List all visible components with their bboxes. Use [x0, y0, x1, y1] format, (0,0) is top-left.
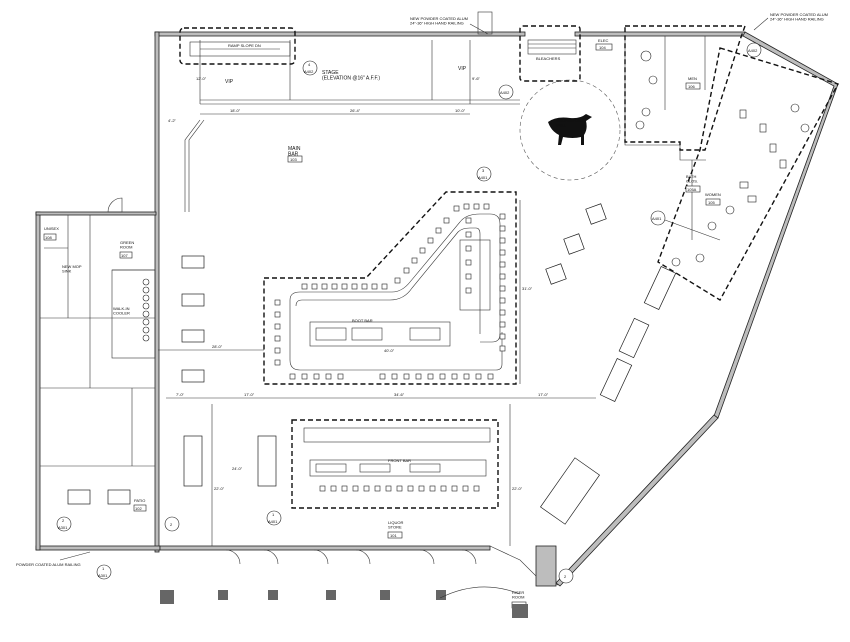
wall-right-diagonal [713, 31, 839, 419]
marker-a402-right: A402 [748, 48, 758, 53]
fixtures [635, 50, 810, 267]
marker-a401-right: A401 [652, 216, 662, 221]
marker-3-num: 3 [482, 168, 485, 173]
wall-annex-left [35, 211, 41, 551]
marker-2c-num: 2 [564, 574, 567, 579]
dim-right-vertical: 22'-0" [512, 486, 523, 491]
bleachers-label: BLEACHERS [536, 56, 561, 61]
dim-boot-bar: 40'-0" [384, 348, 395, 353]
dim-left-aisle: 17'-0" [244, 392, 255, 397]
exterior-columns [160, 586, 528, 618]
unisex-number: 108 [45, 235, 52, 240]
stage-label: STAGE(ELEVATION @16" A.F.F.) [322, 70, 380, 82]
wall-top-right [574, 31, 746, 37]
women-label: WOMEN [705, 192, 721, 197]
bull-arena [519, 79, 621, 181]
unisex-label: UNISEX [44, 226, 59, 231]
marker-4-sheet: A402 [304, 69, 314, 74]
women-number: 105 [708, 200, 715, 205]
wall-left [154, 31, 160, 553]
dim-right-aisle: 17'-0" [538, 392, 549, 397]
bull-silhouette-icon [548, 114, 592, 145]
boot-bar-counter [309, 321, 451, 347]
dim-vip-height: 12'-0" [196, 76, 207, 81]
dining-tables-left [67, 255, 277, 505]
ramp [189, 41, 291, 57]
patio-label: PATIO [134, 498, 145, 503]
exterior-walls [35, 31, 839, 587]
wall-annex-top [35, 211, 157, 216]
dim-edge: 7'-0" [176, 392, 185, 397]
front-bar-stools [319, 485, 480, 492]
marker-1b-num: 1 [102, 566, 105, 571]
elec-label: ELEC [598, 38, 609, 43]
riser-walls [535, 545, 557, 587]
front-bar-zone [291, 419, 499, 509]
boot-bar-stools [274, 203, 506, 380]
section-markers: 4 A402 A402 3 A401 A401 1 A401 2 A301 1 … [56, 42, 762, 584]
dim-boot-bar-height: 31'-0" [522, 286, 533, 291]
railing-bottom-callout: POWDER COATED ALUM RAILING [16, 562, 81, 567]
marker-2b-num: 2 [170, 522, 173, 527]
ramp-zone [179, 27, 296, 65]
doors [107, 197, 477, 565]
dim-vip-width: 10'-0" [455, 108, 466, 113]
mens-restroom-zone [624, 25, 746, 151]
womens-restroom-zone [657, 47, 840, 301]
green-room-number: 107 [121, 253, 128, 258]
patio-number: 102 [135, 506, 142, 511]
ramp-label: RAMP SLOPE DN [228, 43, 261, 48]
walk-in-cooler-outline [111, 269, 156, 359]
marker-4-num: 4 [308, 62, 311, 67]
marker-1-num: 1 [272, 512, 275, 517]
marker-1-sheet: A401 [268, 519, 278, 524]
interior-walls [40, 36, 721, 467]
dim-offset: 4'-2" [168, 118, 177, 123]
wall-bottom [159, 545, 491, 551]
dim-tables: 24'-0" [232, 466, 243, 471]
wall-bottom-left [35, 545, 161, 551]
marker-a402: A402 [500, 90, 510, 95]
marker-1b-sheet: A301 [98, 573, 108, 578]
dim-left-vip: 18'-0" [230, 108, 241, 113]
wall-top [154, 31, 526, 37]
vip-left-label: VIP [225, 79, 234, 85]
marker-3-sheet: A401 [478, 175, 488, 180]
main-bar-number: 103 [290, 157, 297, 162]
front-bar: FRONT BAR [303, 427, 491, 477]
dim-left-vertical: 22'-0" [214, 486, 225, 491]
bleachers-zone [519, 25, 581, 82]
men-label: MEN [688, 76, 697, 81]
dim-vip-right-height: 9'-6" [472, 76, 481, 81]
boot-bar-label: BOOT BAR [352, 318, 373, 323]
dim-center: 34'-6" [394, 392, 405, 397]
marker-2-num: 2 [62, 518, 65, 523]
boot-bar-zone [263, 191, 517, 385]
elec-number: 104 [599, 45, 606, 50]
dim-stage-width: 26'-4" [350, 108, 361, 113]
liquor-store-number: 101 [390, 533, 397, 538]
dimension-lines [158, 113, 596, 546]
men-number: 106 [688, 84, 695, 89]
front-bar-label: FRONT BAR [388, 458, 411, 463]
vip-right-label: VIP [458, 66, 467, 72]
cooler-shelving [142, 278, 150, 342]
front-bar-counter [309, 459, 487, 477]
boot-bar-side-counter [459, 239, 491, 311]
marker-2-sheet: A301 [58, 525, 68, 530]
dim-dining: 28'-0" [212, 344, 223, 349]
tables-right [540, 203, 677, 525]
bath-closet-number: 105A [687, 187, 697, 192]
